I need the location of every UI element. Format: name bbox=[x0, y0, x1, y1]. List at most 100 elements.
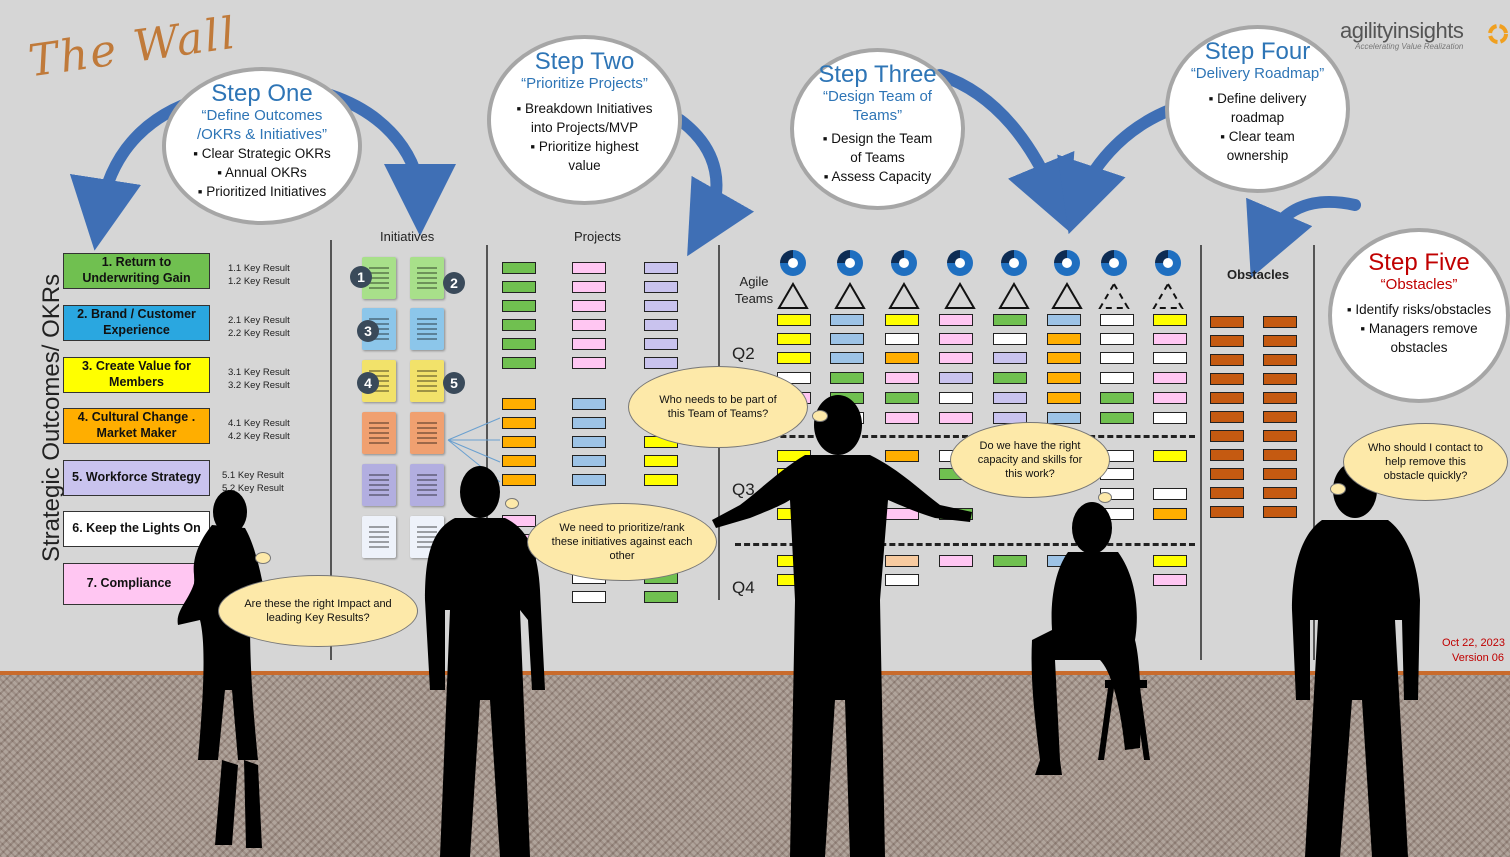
rank-badge-1: 1 bbox=[350, 266, 372, 288]
okr-box-6: 6. Keep the Lights On bbox=[63, 511, 210, 547]
step-two-circle: Step Two “Prioritize Projects” ▪ Breakdo… bbox=[487, 35, 682, 205]
team-work-card bbox=[830, 314, 864, 326]
project-card bbox=[644, 455, 678, 467]
team-work-card bbox=[885, 574, 919, 586]
step-four-subtitle: “Delivery Roadmap” bbox=[1190, 65, 1325, 83]
footer-version: Version 06 bbox=[1452, 652, 1504, 664]
quarter-q4: Q4 bbox=[732, 578, 755, 597]
team-work-card bbox=[1047, 314, 1081, 326]
okr-box-5: 5. Workforce Strategy bbox=[63, 460, 210, 496]
capacity-pie-icon bbox=[947, 250, 973, 276]
team-work-card bbox=[830, 352, 864, 364]
team-work-card bbox=[993, 352, 1027, 364]
team-work-card bbox=[1100, 352, 1134, 364]
project-card bbox=[572, 591, 606, 603]
arrow-step2 bbox=[674, 114, 755, 257]
rank-badge-5: 5 bbox=[443, 372, 465, 394]
step-one-circle: Step One “Define Outcomes /OKRs & Initia… bbox=[162, 67, 362, 225]
initiative-doc bbox=[410, 464, 444, 506]
step-five-circle: Step Five “Obstacles” ▪ Identify risks/o… bbox=[1328, 228, 1510, 403]
obstacle-card bbox=[1210, 373, 1244, 385]
quarter-q3: Q3 bbox=[732, 480, 755, 499]
team-work-card bbox=[830, 372, 864, 384]
team-work-card bbox=[830, 333, 864, 345]
man-silhouette bbox=[425, 466, 545, 857]
team-work-card bbox=[1047, 392, 1081, 404]
team-outline-dashed-icon bbox=[1152, 282, 1184, 309]
team-work-card bbox=[939, 555, 973, 567]
team-work-card bbox=[1153, 508, 1187, 520]
team-work-card bbox=[993, 372, 1027, 384]
column-projects: Projects bbox=[574, 229, 621, 244]
obstacle-card bbox=[1210, 411, 1244, 423]
step-three-title: Step Three bbox=[818, 61, 937, 88]
project-card bbox=[644, 474, 678, 486]
project-card bbox=[502, 474, 536, 486]
obstacle-card bbox=[1263, 411, 1297, 423]
thought-bubble-capacity-text: Do we have the right capacity and skills… bbox=[977, 439, 1083, 481]
team-outline-dashed-icon bbox=[1098, 282, 1130, 309]
step-two-bullet-1: ▪ Breakdown Initiatives into Projects/MV… bbox=[516, 101, 653, 136]
thought-bubble-okr-text: Are these the right Impact and leading K… bbox=[244, 597, 392, 624]
brand-tagline: Accelerating Value Realization bbox=[1355, 42, 1464, 51]
project-card bbox=[502, 398, 536, 410]
team-work-card bbox=[1153, 450, 1187, 462]
project-card bbox=[502, 281, 536, 293]
project-card bbox=[644, 300, 678, 312]
capacity-pie-icon bbox=[837, 250, 863, 276]
project-card bbox=[572, 338, 606, 350]
thought-bubble-team: Who needs to be part of this Team of Tea… bbox=[628, 366, 808, 448]
team-work-card bbox=[885, 352, 919, 364]
team-work-card bbox=[1100, 412, 1134, 424]
project-card bbox=[572, 474, 606, 486]
obstacle-card bbox=[1210, 506, 1244, 518]
initiative-doc bbox=[410, 412, 444, 454]
team-work-card bbox=[1153, 555, 1187, 567]
divider-okr bbox=[330, 240, 332, 660]
key-result: 1.1 Key Result bbox=[228, 263, 290, 274]
brand-name: agilityinsights bbox=[1340, 18, 1464, 43]
column-agile-teams: Agile Teams bbox=[734, 274, 774, 306]
okr-box-7: 7. Compliance bbox=[63, 563, 195, 605]
team-work-card bbox=[777, 352, 811, 364]
team-work-card bbox=[1100, 392, 1134, 404]
step-two-subtitle: “Prioritize Projects” bbox=[521, 75, 648, 93]
brand-ring-icon bbox=[1488, 24, 1508, 44]
project-card bbox=[502, 417, 536, 429]
project-card bbox=[644, 591, 678, 603]
team-work-card bbox=[1153, 574, 1187, 586]
thought-bubble-okr: Are these the right Impact and leading K… bbox=[218, 575, 418, 647]
project-card bbox=[644, 281, 678, 293]
project-card bbox=[502, 300, 536, 312]
q4-divider bbox=[735, 543, 1195, 546]
step-two-title: Step Two bbox=[534, 48, 635, 75]
okr-box-2: 2. Brand / Customer Experience bbox=[63, 305, 210, 341]
step-one-bullet-3: ▪ Prioritized Initiatives bbox=[197, 183, 327, 199]
obstacle-card bbox=[1210, 316, 1244, 328]
step-four-bullet-2: ▪ Clear team ownership bbox=[1220, 128, 1295, 163]
step-one-bullet-1: ▪ Clear Strategic OKRs bbox=[193, 145, 331, 161]
project-card bbox=[644, 262, 678, 274]
initiative-doc bbox=[362, 412, 396, 454]
key-result: 3.2 Key Result bbox=[228, 379, 290, 391]
team-work-card bbox=[885, 555, 919, 567]
team-work-card bbox=[777, 314, 811, 326]
team-work-card bbox=[1100, 314, 1134, 326]
initiative-doc bbox=[410, 257, 444, 299]
rank-badge-2: 2 bbox=[443, 272, 465, 294]
project-card bbox=[502, 436, 536, 448]
team-triangle-icon bbox=[888, 282, 920, 309]
step-five-subtitle: “Obstacles” bbox=[1380, 276, 1458, 294]
team-work-card bbox=[939, 352, 973, 364]
obstacle-card bbox=[1263, 392, 1297, 404]
okr-box-4: 4. Cultural Change . Market Maker bbox=[63, 408, 210, 444]
thought-bubble-obstacle: Who should I contact to help remove this… bbox=[1343, 423, 1508, 501]
initiative-doc bbox=[410, 360, 444, 402]
project-card bbox=[572, 436, 606, 448]
team-work-card bbox=[1153, 333, 1187, 345]
obstacle-card bbox=[1210, 487, 1244, 499]
team-triangle-icon bbox=[944, 282, 976, 309]
step-four-title: Step Four bbox=[1204, 38, 1311, 65]
obstacle-card bbox=[1210, 335, 1244, 347]
